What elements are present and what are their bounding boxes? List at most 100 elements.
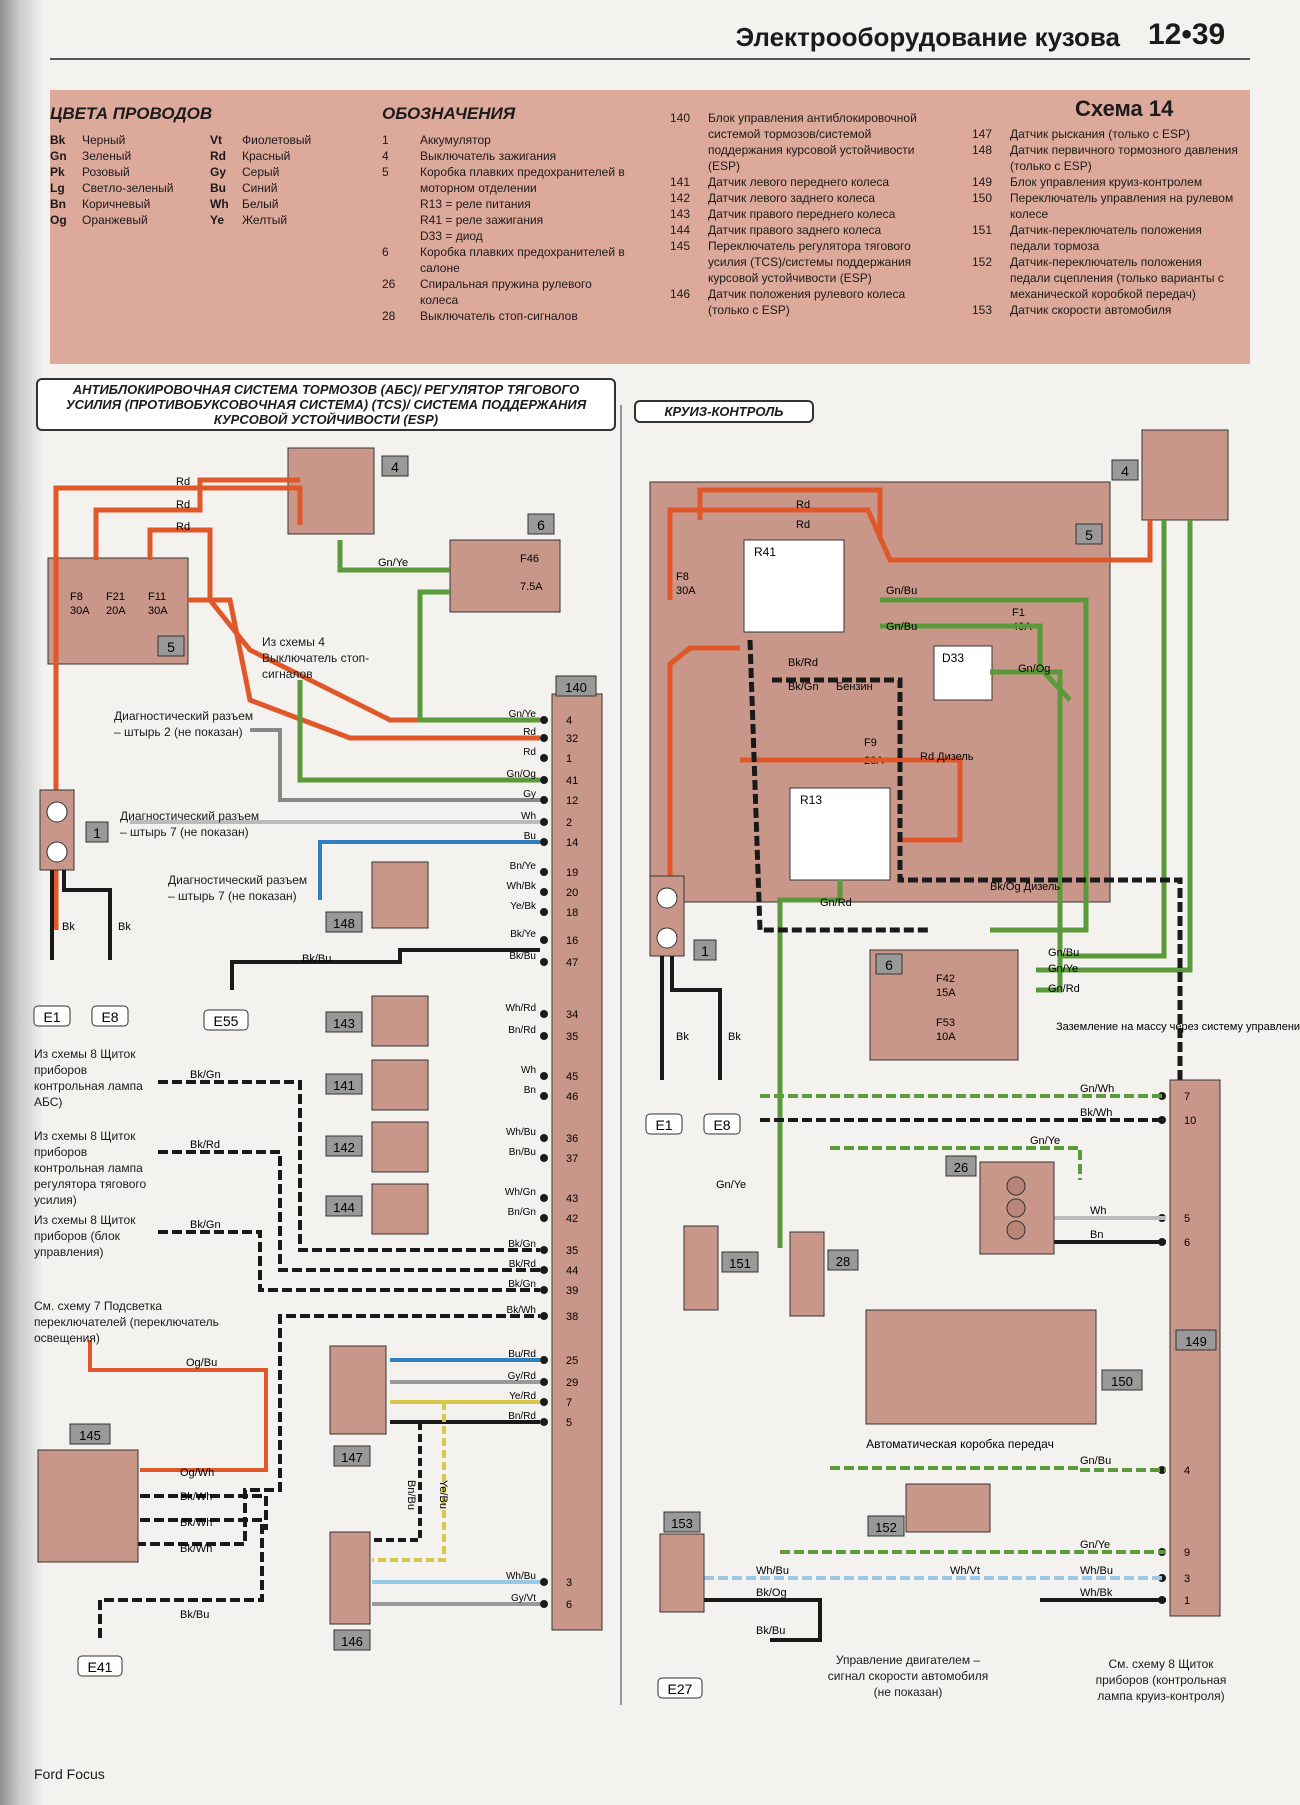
wire-color-name: Желтый [242,213,288,227]
abs-pin-dot [540,1032,548,1040]
wire-whvt: Wh/Vt [950,1565,980,1577]
designation-text: Коробка плавких предохранителей в салоне [420,245,625,275]
abs-pin-dot [540,1378,548,1386]
relay-r13 [789,787,891,881]
wire-gnye-149-b: Gn/Ye [1080,1539,1110,1551]
designation-number: 151 [972,223,993,237]
note-s8a: Из схемы 8 Щиток приборов контрольная ла… [34,1047,143,1109]
note-s8c: Из схемы 8 Щиток приборов (блок управлен… [34,1213,136,1259]
designation-number: 5 [382,165,389,179]
abs-pin-number: 41 [566,775,578,787]
ground-wires-right [660,956,722,1080]
cruise-pin-number: 5 [1184,1213,1190,1225]
wire-bkgn-s8c: Bk/Gn [190,1219,221,1231]
abs-pin-number: 37 [566,1153,578,1165]
wire-color-code: Ye [210,213,225,227]
abs-pin-dot [540,1600,548,1608]
abs-pin-number: 14 [566,837,578,849]
fuse-f9-id: F9 [864,737,877,749]
wire-color-name: Оранжевый [82,213,148,227]
abs-pin-number: 39 [566,1285,578,1297]
designation-text: Датчик первичного тормозного давления (т… [1010,143,1238,173]
label-box-150 [1101,1369,1143,1391]
abs-pin-wire-label: Gy [523,789,536,800]
wire-ogwh: Og/Wh [180,1467,214,1479]
fuse-box-6-left [449,539,561,613]
battery-minus-left [46,841,68,863]
abs-pin-dot [540,908,548,916]
wire-gnye-f6: Gn/Ye [1048,963,1078,975]
diode-d33-label: D33 [942,651,964,665]
ground-e55-box [203,1009,249,1031]
abs-pin-dot [540,1286,548,1294]
designation-number: 26 [382,277,396,291]
wire-bk-e8: Bk [118,921,131,933]
wire-rd-dizel: Rd Дизель [920,751,974,763]
relay-r41-label: R41 [754,545,776,559]
label-box-149 [1175,1329,1217,1351]
abs-pin-number: 25 [566,1355,578,1367]
label-146: 146 [341,1634,363,1649]
fuse-f53-rating: 10A [936,1031,956,1043]
wire-color-name: Коричневый [82,197,151,211]
abs-pin-dot [540,1246,548,1254]
designation-text: Выключатель стоп-сигналов [420,309,578,323]
label-150: 150 [1111,1374,1133,1389]
fuse-f21-id: F21 [106,591,125,603]
wire-rd-right-1: Rd [796,499,810,511]
cruise-pin-number: 7 [1184,1091,1190,1103]
ground-e41-box [77,1655,123,1677]
abs-pin-wire-label: Bk/Ye [510,929,536,940]
abs-pin-number: 19 [566,867,578,879]
label-142: 142 [333,1140,355,1155]
abs-pin-dot [540,754,548,762]
label-box-143 [325,1011,363,1033]
cruise-pin-number: 3 [1184,1573,1190,1585]
designation-text: Датчик-переключатель положения педали то… [1010,223,1202,253]
abs-pin-number: 12 [566,795,578,807]
battery-minus-right [656,927,678,949]
label-box-144 [325,1195,363,1217]
label-1-right: 1 [701,943,709,959]
wire-bkbu-e55: Bk/Bu [302,953,331,965]
label-6-left: 6 [537,517,545,533]
wire-color-name: Зеленый [82,149,132,163]
wire-bkrd-right: Bk/Rd [788,657,818,669]
wire-whbk-149: Wh/Bk [1080,1587,1113,1599]
abs-pin-number: 3 [566,1577,572,1589]
abs-pin-wire-label: Bk/Rd [509,1259,536,1270]
designation-row: 148 Датчик первичного тормозного давления… [972,142,1242,174]
abs-pin-number: 45 [566,1071,578,1083]
abs-pin-dot [540,888,548,896]
wire-gnbu-right-2: Gn/Bu [886,621,917,633]
label-box-145 [69,1423,111,1445]
switch-28 [789,1231,825,1317]
designation-number: 148 [972,143,993,157]
abs-pin-number: 7 [566,1397,572,1409]
abs-pin-number: 1 [566,753,572,765]
page-number: 12•39 [1148,18,1226,51]
cruise-pin-number: 1 [1184,1595,1190,1607]
abs-pin-wire-label: Bk/Gn [508,1239,536,1250]
speed-sensor-153 [659,1533,705,1613]
fuse-f1-id: F1 [1012,607,1025,619]
fuse-f46-rating: 7.5A [520,581,543,593]
abs-pin-wire-label: Wh/Bk [507,881,537,892]
designation-text: Коробка плавких предохранителей в моторн… [420,165,625,195]
wire-color-code: Lg [50,181,65,195]
fuse-f8-id-right: F8 [676,571,689,583]
designation-text: R41 = реле зажигания [420,213,544,227]
yaw-sensor-wires [372,1358,540,1606]
wire-bk-e1-right: Bk [676,1031,689,1043]
label-28: 28 [836,1254,850,1269]
battery-plus-left [46,801,68,823]
designation-text: Датчик правого переднего колеса [708,207,896,221]
wire-gnye-151: Gn/Ye [716,1179,746,1191]
